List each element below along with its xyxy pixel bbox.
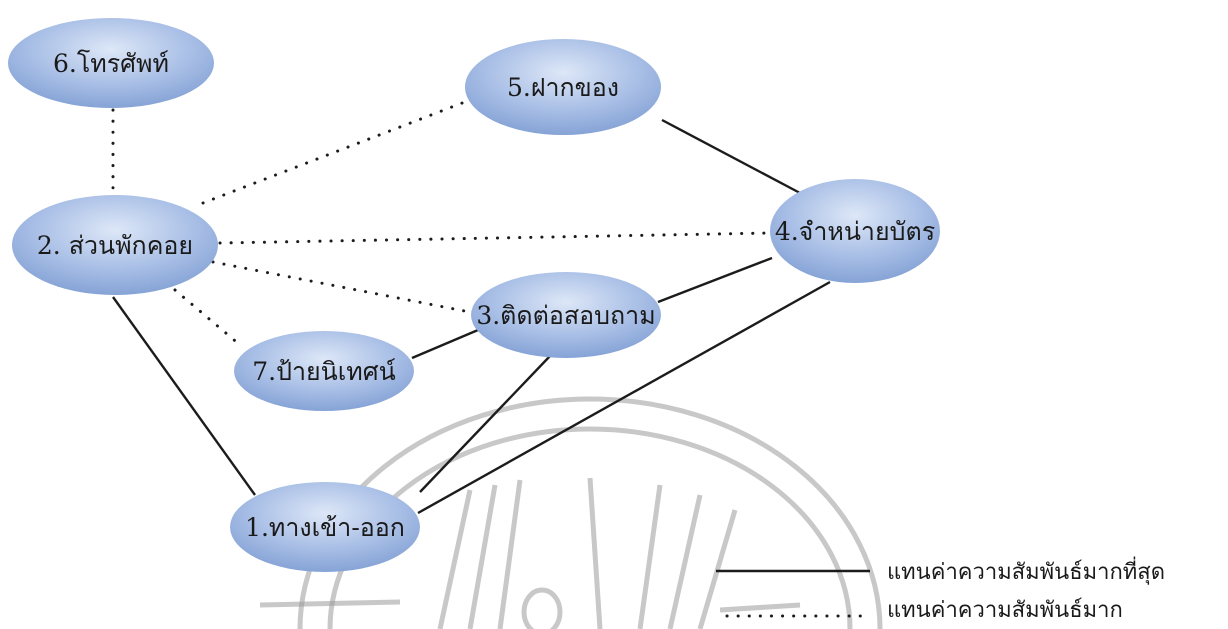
edge-n2-n3 xyxy=(211,260,477,315)
edges-layer xyxy=(111,98,831,515)
node-n3: 3.ติดต่อสอบถาม xyxy=(471,272,661,358)
node-ellipse xyxy=(770,179,940,283)
node-n4: 4.จำหน่ายบัตร xyxy=(770,179,940,283)
node-n7: 7.ป้ายนิเทศน์ xyxy=(234,331,414,411)
node-ellipse xyxy=(234,331,414,411)
edge-n7-n3 xyxy=(411,328,479,360)
node-label: 2. ส่วนพักคอย xyxy=(37,231,193,260)
node-ellipse xyxy=(12,195,218,295)
node-n1: 1.ทางเข้า-ออก xyxy=(230,482,420,572)
node-label: 6.โทรศัพท์ xyxy=(53,49,169,78)
node-label: 3.ติดต่อสอบถาม xyxy=(476,301,655,330)
legend-dotted-label: แทนค่าความสัมพันธ์มาก xyxy=(887,598,1123,623)
edge-n5-n4 xyxy=(661,118,801,195)
edge-n2-n7 xyxy=(173,288,242,347)
edge-n2-n4 xyxy=(218,231,772,245)
edge-n3-n4 xyxy=(657,256,773,304)
node-label: 5.ฝากของ xyxy=(507,73,619,102)
node-n5: 5.ฝากของ xyxy=(465,39,661,135)
legend-solid-label: แทนค่าความสัมพันธ์มากที่สุด xyxy=(887,556,1165,585)
edge-n2-n5 xyxy=(201,98,472,205)
node-n2: 2. ส่วนพักคอย xyxy=(12,195,218,295)
node-ellipse xyxy=(8,18,214,108)
node-ellipse xyxy=(230,482,420,572)
edge-n1-n4 xyxy=(417,280,831,515)
legend: แทนค่าความสัมพันธ์มากที่สุด แทนค่าความสั… xyxy=(716,556,1165,623)
node-ellipse xyxy=(471,272,661,358)
node-label: 1.ทางเข้า-ออก xyxy=(245,513,405,542)
node-n6: 6.โทรศัพท์ xyxy=(8,18,214,108)
nodes-layer: 1.ทางเข้า-ออก 2. ส่วนพักคอย 3.ติดต่อสอบถาม… xyxy=(8,18,940,572)
edge-n2-n1 xyxy=(112,296,256,496)
node-ellipse xyxy=(465,39,661,135)
edge-n1-n3 xyxy=(419,355,551,493)
node-label: 7.ป้ายนิเทศน์ xyxy=(252,357,396,386)
node-label: 4.จำหน่ายบัตร xyxy=(775,217,935,246)
